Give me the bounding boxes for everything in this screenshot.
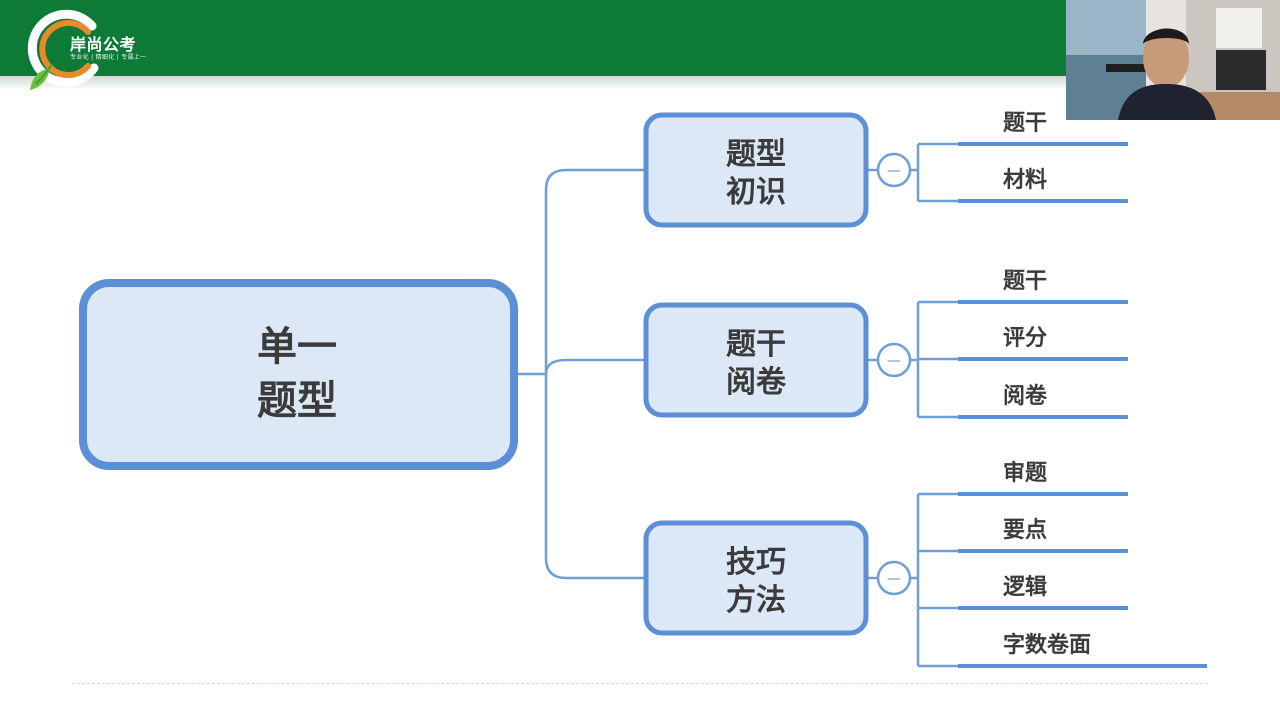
branch-3-label-line2: 方法 — [726, 583, 786, 618]
branch-3-label-line1: 技巧 — [726, 545, 786, 580]
leaf-3-4: 字数卷面 — [1003, 632, 1091, 658]
collapse-toggle-2[interactable]: — — [876, 342, 912, 378]
logo-icon — [27, 9, 99, 90]
branch-node-3[interactable]: 技巧 方法 — [643, 520, 869, 636]
leaf-1-1: 题干 — [1003, 111, 1047, 136]
leaf-3-1: 审题 — [1003, 460, 1048, 486]
branch-2-label-line2: 阅卷 — [726, 365, 787, 400]
brand-slogan: 专业化 | 精细化 | 专属上一 — [70, 54, 147, 61]
leaf-2-1: 题干 — [1003, 269, 1047, 294]
leaf-underlines — [958, 142, 1207, 668]
leaf-3-3: 逻辑 — [1003, 574, 1047, 600]
collapse-toggle-3[interactable]: — — [876, 560, 912, 596]
collapse-3-icon: — — [887, 571, 901, 587]
footer-divider — [72, 683, 1208, 684]
branch-node-2[interactable]: 题干 阅卷 — [643, 302, 869, 418]
root-label-line2: 题型 — [257, 378, 337, 424]
collapse-toggle-1[interactable]: — — [876, 152, 912, 188]
collapse-2-icon: — — [887, 353, 901, 369]
root-label-line1: 单一 — [257, 324, 337, 370]
leaf-2-3: 阅卷 — [1003, 383, 1048, 409]
leaf-labels: 题干 材料 题干 评分 阅卷 审题 要点 逻辑 字数卷面 — [1003, 111, 1091, 658]
brand-name: 岸尚公考 — [70, 35, 137, 54]
branch-1-label-line2: 初识 — [726, 175, 786, 210]
leaf-3-2: 要点 — [1003, 517, 1047, 543]
branch-2-label-line1: 题干 — [726, 327, 786, 362]
presenter-video-icon — [1066, 0, 1280, 120]
root-node: 单一 题型 — [79, 279, 518, 470]
leaf-1-2: 材料 — [1003, 168, 1047, 193]
branch-1-label-line1: 题型 — [726, 137, 786, 172]
leaf-2-2: 评分 — [1003, 326, 1047, 351]
header-shadow — [0, 76, 1066, 90]
collapse-1-icon: — — [887, 163, 901, 179]
brand-logo — [22, 8, 172, 94]
branch-node-1[interactable]: 题型 初识 — [643, 112, 869, 228]
header-bar — [0, 0, 1066, 76]
webcam-video — [1066, 0, 1280, 120]
root-connectors — [516, 168, 646, 580]
